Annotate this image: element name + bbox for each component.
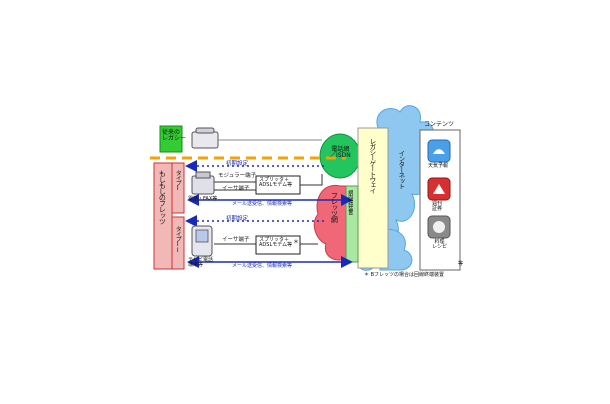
type2-label: タイプII [174, 226, 180, 253]
ethernet-jack-label-2: イーサ端子 [222, 238, 249, 244]
phone-fax-label: 電話・FAX等 [188, 197, 217, 202]
splitter-modem-label-1: スプリッタ＋ ADSLモデム等 [259, 178, 292, 189]
ethernet-jack-label-1: イーサ端子 [222, 187, 249, 193]
mail-label-2: メール送受信、情報検索等 [232, 264, 292, 269]
gateway-label: レガシーゲートウェイ [368, 138, 375, 193]
recipe-icon [428, 216, 450, 238]
type1-label: タイプI [174, 170, 180, 191]
tv-phone-label: テレビ電話 端末等 [188, 258, 213, 269]
content-stock-label: 週刊 証券 [432, 202, 442, 213]
relay-label: 網内接続装置 [347, 190, 352, 214]
tv-phone-icon [192, 226, 212, 256]
fax-icon [192, 172, 214, 194]
contents-title: コンテンツ [424, 122, 454, 128]
initial-setup-label-2: 初期設定 [226, 217, 248, 223]
splitter-modem-label-2: スプリッタ＋ ADSLモデム等 [259, 238, 292, 249]
service-label: もしもしのフレッツ [158, 170, 165, 224]
weather-icon [428, 140, 450, 162]
contents-etc-label: 等 [458, 262, 463, 267]
connector-line [300, 174, 322, 185]
phone-icon [192, 128, 218, 148]
flets-network-label: フレッツ網 [330, 192, 337, 222]
internet-label: インターネット [397, 150, 404, 189]
footnote: ＊ Bフレッツの場合は回線終端装置 [364, 273, 444, 278]
content-weather-label: 天気予報 [428, 164, 448, 169]
initial-setup-label-1: 初期設定 [226, 162, 248, 168]
legacy-line-label: 従来の レガシー [162, 130, 186, 143]
stock-icon [428, 178, 450, 200]
modular-jack-label: モジュラー端子 [218, 174, 256, 180]
mail-label-1: メール送受信、情報検索等 [232, 202, 292, 207]
content-recipe-label: 料理 レシピ [432, 240, 447, 251]
pstn-label: 電話網 ／ISDN [330, 147, 351, 160]
splitter-asterisk: ＊ [293, 240, 299, 246]
